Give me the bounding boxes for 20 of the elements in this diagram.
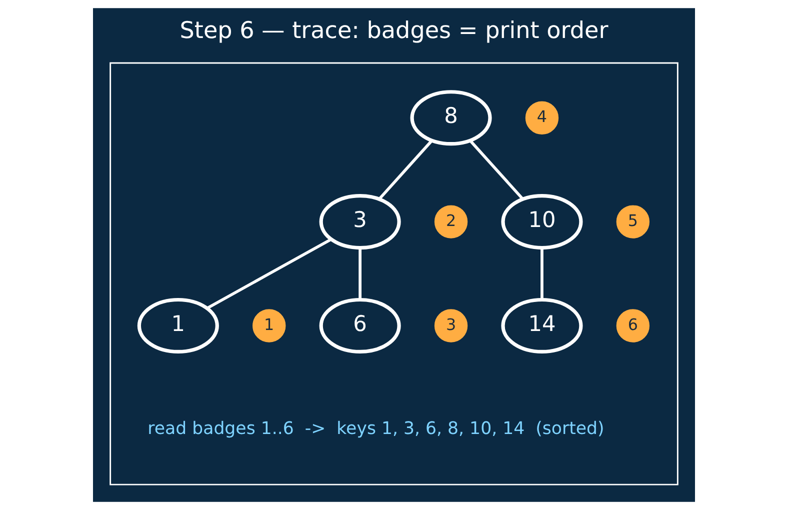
connector	[540, 248, 543, 300]
connector	[358, 248, 362, 300]
node-circle: 2	[434, 205, 468, 238]
node-circle: 3	[434, 309, 468, 342]
connector	[468, 140, 524, 200]
node-ellipse: 6	[318, 298, 400, 354]
node-circle: 1	[252, 309, 286, 342]
node-ellipse: 10	[500, 194, 582, 250]
cluster	[109, 62, 678, 486]
connector	[206, 238, 332, 310]
node-ellipse: 8	[410, 90, 492, 146]
node-ellipse: 14	[500, 298, 582, 354]
node-ellipse: 3	[318, 194, 400, 250]
connector	[378, 140, 432, 200]
node-ellipse: 1	[136, 298, 218, 354]
label: read badges 1..6 -> keys 1, 3, 6, 8, 10, 14 (sorted)	[147, 419, 604, 440]
node-circle: 5	[616, 205, 650, 238]
node-circle: 4	[524, 101, 558, 134]
diagram-title: Step 6 — trace: badges = print order	[179, 18, 608, 44]
node-circle: 6	[616, 309, 650, 342]
